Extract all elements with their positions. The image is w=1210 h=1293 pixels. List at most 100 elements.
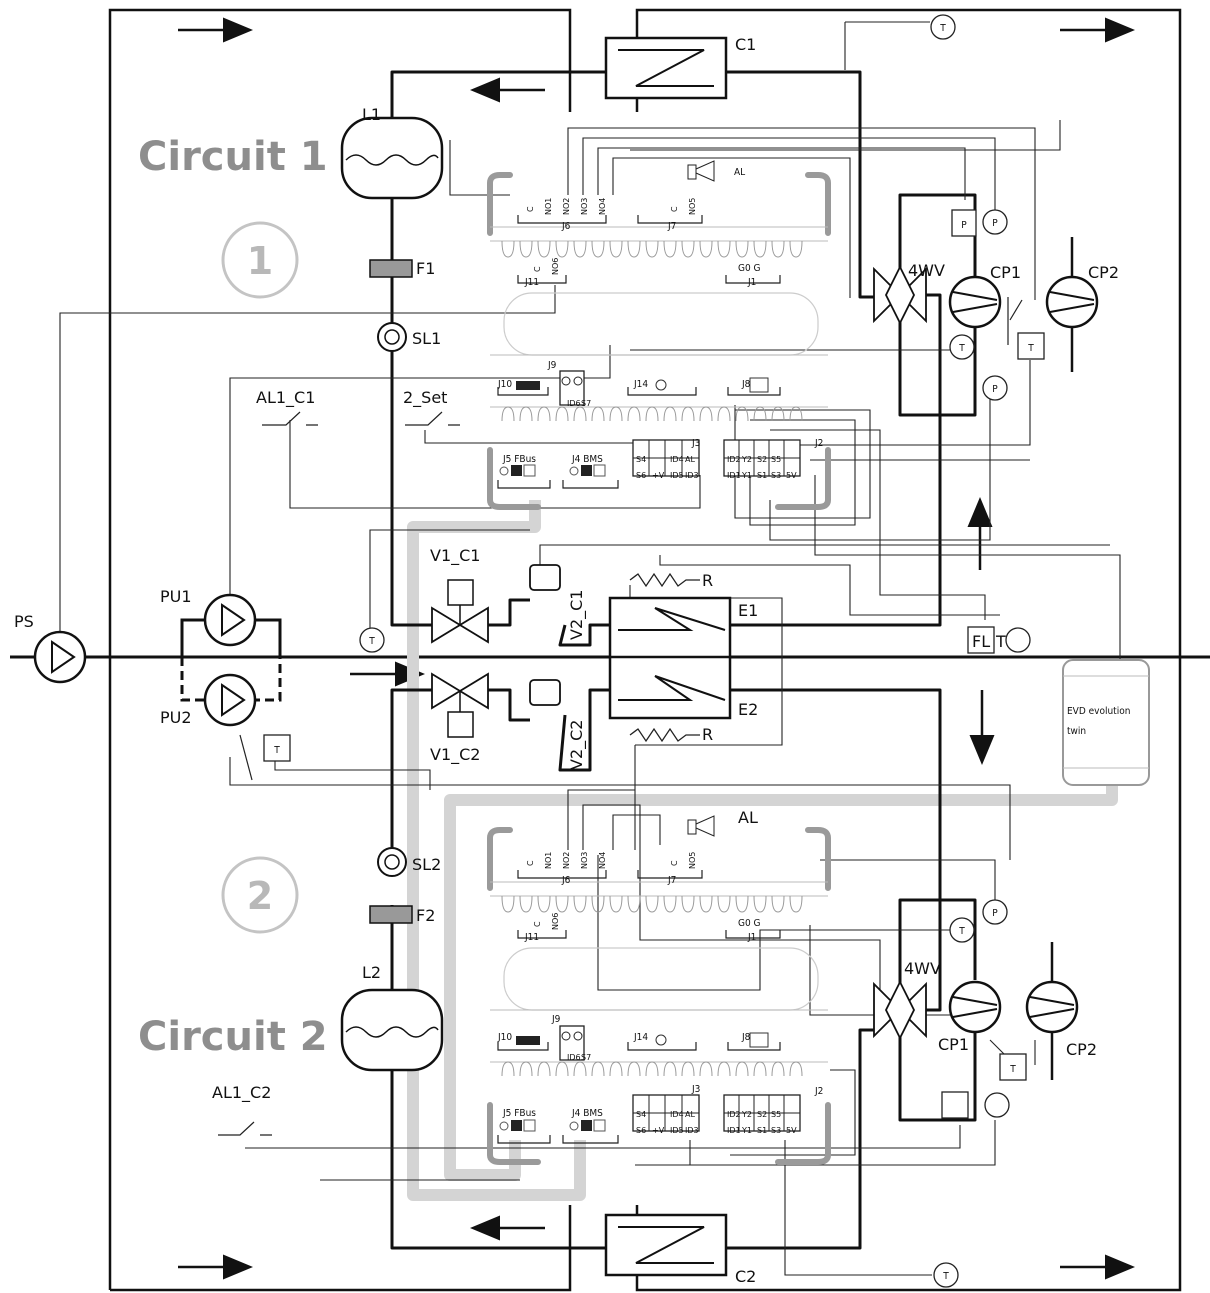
circuit-2-title: Circuit 2 xyxy=(138,1014,328,1060)
svg-text:J14: J14 xyxy=(633,1032,648,1043)
svg-text:S4: S4 xyxy=(636,1110,646,1119)
label-al-bottom: AL xyxy=(738,808,758,827)
svg-text:J9: J9 xyxy=(547,360,557,371)
svg-text:S5: S5 xyxy=(771,455,781,464)
label-al1-c1: AL1_C1 xyxy=(256,388,315,408)
svg-text:S1: S1 xyxy=(757,471,767,480)
svg-text:J9: J9 xyxy=(551,1014,561,1025)
svg-text:S2: S2 xyxy=(757,1110,767,1119)
svg-text:G0 G: G0 G xyxy=(738,263,761,274)
sensor-letter: T xyxy=(958,926,965,937)
svg-text:J11: J11 xyxy=(524,277,539,288)
pump-pu2 xyxy=(203,673,257,727)
label-f1: F1 xyxy=(416,259,435,278)
label-4wv-top: 4WV xyxy=(908,261,945,280)
svg-text:S2: S2 xyxy=(757,455,767,464)
four-way-valve-circuit-2 xyxy=(873,981,927,1039)
svg-text:NO3: NO3 xyxy=(580,852,589,869)
label-pu2: PU2 xyxy=(160,708,192,727)
filter-f1 xyxy=(369,259,413,278)
label-cp1-bottom: CP1 xyxy=(938,1035,969,1054)
svg-text:J1: J1 xyxy=(747,277,756,288)
label-e2: E2 xyxy=(738,700,758,719)
svg-text:NO2: NO2 xyxy=(562,852,571,869)
pump-pu1 xyxy=(203,593,257,647)
label-r-bottom: R xyxy=(702,725,713,744)
condenser-c1 xyxy=(604,36,728,100)
liquid-receiver-l1 xyxy=(340,116,444,200)
svg-text:J4 BMS: J4 BMS xyxy=(571,454,603,465)
svg-text:J3: J3 xyxy=(691,438,700,449)
svg-text:NO1: NO1 xyxy=(544,852,553,869)
sensor-letter: P xyxy=(992,384,998,395)
svg-text:J11: J11 xyxy=(524,932,539,943)
sensor-letter: P xyxy=(992,218,998,229)
svg-text:NO4: NO4 xyxy=(598,198,607,215)
valve-v2-c1 xyxy=(529,564,561,591)
svg-text:J5 FBus: J5 FBus xyxy=(502,1108,536,1119)
svg-text:S6: S6 xyxy=(636,471,646,480)
compressor-cp2-circuit-1 xyxy=(1045,275,1099,329)
svg-text:ID1: ID1 xyxy=(727,1126,741,1135)
sensor-letter: T xyxy=(942,1271,949,1282)
svg-text:ID3: ID3 xyxy=(685,1126,699,1135)
svg-text:J2: J2 xyxy=(814,1086,823,1097)
svg-text:J6: J6 xyxy=(561,221,571,232)
svg-text:5V: 5V xyxy=(786,1126,797,1135)
svg-text:S3: S3 xyxy=(771,1126,781,1135)
svg-text:ID6: ID6 xyxy=(567,399,581,408)
svg-text:+V: +V xyxy=(652,1126,665,1135)
thermal-switch xyxy=(999,1053,1027,1081)
svg-text:J5 FBus: J5 FBus xyxy=(502,454,536,465)
svg-text:J10: J10 xyxy=(497,379,512,390)
circuit-2-number: 2 xyxy=(247,874,273,918)
label-al-top: AL xyxy=(734,167,745,178)
label-f2: F2 xyxy=(416,906,435,925)
label-e1: E1 xyxy=(738,601,758,620)
svg-text:C: C xyxy=(670,206,679,212)
svg-text:NO1: NO1 xyxy=(544,198,553,215)
sensor-letter: T xyxy=(368,636,375,647)
temp-sensor xyxy=(1005,627,1031,653)
svg-text:J3: J3 xyxy=(691,1084,700,1095)
svg-text:J2: J2 xyxy=(814,438,823,449)
valve-v2-c2 xyxy=(529,679,561,706)
svg-text:J8: J8 xyxy=(741,1032,751,1043)
svg-text:Y2: Y2 xyxy=(741,455,752,464)
circuit-1-title: Circuit 1 xyxy=(138,134,328,180)
label-sl2: SL2 xyxy=(412,855,441,874)
controller-2-labels: J6 J7 J11 J1 G0 G J9 J10 J14 J8 J3 J2 J5… xyxy=(497,852,823,1135)
svg-text:Y1: Y1 xyxy=(741,471,752,480)
svg-text:S4: S4 xyxy=(636,455,646,464)
evd-line-1: EVD evolution xyxy=(1067,706,1130,717)
label-l2: L2 xyxy=(362,963,381,982)
svg-text:NO6: NO6 xyxy=(551,913,560,930)
condenser-c2 xyxy=(604,1213,728,1277)
svg-text:J1: J1 xyxy=(747,932,756,943)
svg-text:NO3: NO3 xyxy=(580,198,589,215)
label-2-set: 2_Set xyxy=(403,388,447,408)
sensor-letter: T xyxy=(1027,343,1034,354)
thermal-switch xyxy=(263,734,291,762)
circuit-2-badge xyxy=(221,856,299,934)
pump-ps xyxy=(33,630,87,684)
label-v2-c1: V2_C1 xyxy=(567,590,587,640)
svg-text:J6: J6 xyxy=(561,875,571,886)
label-r-top: R xyxy=(702,571,713,590)
pressure-switch xyxy=(941,1091,969,1119)
label-cp2-top: CP2 xyxy=(1088,263,1119,282)
flow-switch xyxy=(967,626,995,654)
svg-text:ID6: ID6 xyxy=(567,1053,581,1062)
svg-text:S5: S5 xyxy=(771,1110,781,1119)
label-l1: L1 xyxy=(362,105,381,124)
liquid-receiver-l2 xyxy=(340,988,444,1072)
compressor-cp1-circuit-1 xyxy=(948,275,1002,329)
label-al1-c2: AL1_C2 xyxy=(212,1083,271,1103)
svg-text:S3: S3 xyxy=(771,471,781,480)
label-v2-c2: V2_C2 xyxy=(567,720,587,770)
svg-text:ID5: ID5 xyxy=(670,1126,684,1135)
controller-1-labels: J6 J7 J11 J1 G0 G J9 J10 J14 J8 J3 J2 J5… xyxy=(497,198,823,480)
sensor-letter: T xyxy=(273,745,280,756)
svg-text:Y1: Y1 xyxy=(741,1126,752,1135)
